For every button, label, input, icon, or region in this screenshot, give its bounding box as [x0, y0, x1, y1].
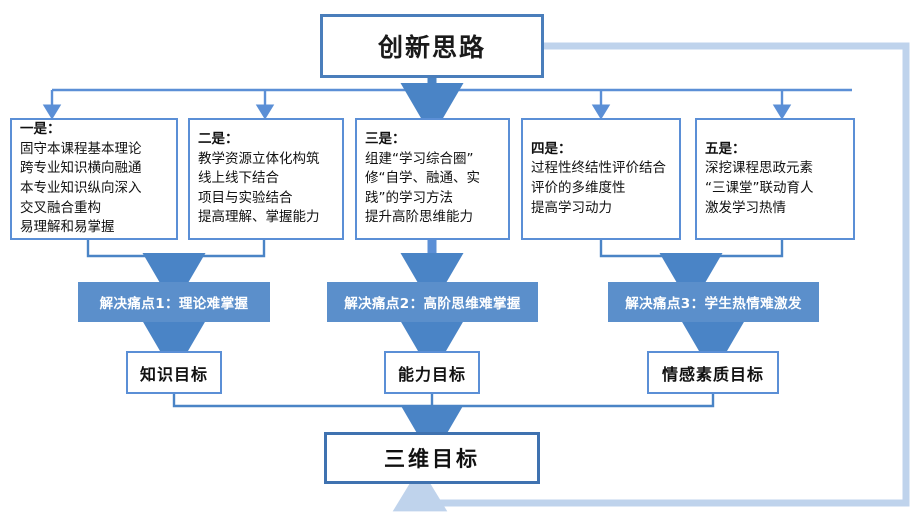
idea-2-line-1: 教学资源立体化构筑: [198, 150, 320, 167]
idea-1-line-1: 固守本课程基本理论: [20, 140, 142, 157]
idea-box-1: 一是： 固守本课程基本理论 跨专业知识横向融通 本专业知识纵向深入 交叉融合重构…: [10, 118, 178, 240]
final-goal-label: 三维目标: [384, 447, 480, 471]
idea-3-head: 三是：: [365, 131, 406, 148]
pains-to-goals: [142, 321, 745, 375]
page-title: 创新思路: [377, 33, 486, 62]
idea-2-line-3: 项目与实验结合: [198, 189, 293, 206]
goal-box-ability: 能力目标: [384, 351, 480, 394]
pain-point-1-label: 解决痛点1：理论难掌握: [99, 296, 249, 312]
goals-to-final: [172, 394, 715, 459]
ideas-to-pain-3: [599, 240, 784, 307]
idea-1-line-4: 交叉融合重构: [20, 199, 101, 216]
goal-2-label: 能力目标: [397, 364, 466, 384]
idea-4-line-1: 过程性终结性评价结合: [531, 160, 666, 177]
idea-box-3: 三是： 组建“学习综合圈” 修“自学、融通、实 践”的学习方法 提升高阶思维能力: [355, 118, 510, 240]
idea-5-line-3: 激发学习热情: [705, 199, 786, 216]
goal-1-label: 知识目标: [139, 364, 208, 384]
goal-box-knowledge: 知识目标: [126, 351, 222, 394]
idea-2-head: 二是：: [198, 131, 239, 148]
title-to-rail: [42, 78, 852, 137]
idea-4-head: 四是：: [531, 140, 572, 157]
pain-point-3-label: 解决痛点3：学生热情难激发: [625, 296, 802, 312]
idea-1-head: 一是：: [20, 121, 61, 138]
idea-5-line-2: “三课堂”联动育人: [705, 180, 814, 196]
idea-5-head: 五是：: [705, 140, 746, 157]
idea-3-line-2: 修“自学、融通、实: [365, 170, 480, 187]
idea-1-line-2: 跨专业知识横向融通: [20, 160, 142, 177]
idea-4-line-3: 提高学习动力: [531, 199, 612, 216]
idea-box-2: 二是： 教学资源立体化构筑 线上线下结合 项目与实验结合 提高理解、掌握能力: [188, 118, 344, 240]
idea-2-line-2: 线上线下结合: [198, 170, 279, 187]
idea-4-line-2: 评价的多维度性: [531, 180, 626, 196]
pain-point-bar-1: 解决痛点1：理论难掌握: [78, 282, 270, 322]
idea-box-4: 四是： 过程性终结性评价结合 评价的多维度性 提高学习动力: [521, 118, 681, 240]
idea-3-line-4: 提升高阶思维能力: [365, 209, 473, 226]
pain-point-bar-3: 解决痛点3：学生热情难激发: [608, 282, 819, 322]
idea-3-line-3: 践”的学习方法: [365, 189, 453, 206]
idea-box-5: 五是： 深挖课程思政元素 “三课堂”联动育人 激发学习热情: [695, 118, 855, 240]
goal-3-label: 情感素质目标: [661, 364, 764, 384]
goal-box-emotional: 情感素质目标: [647, 351, 779, 394]
final-goal-box: 三维目标: [324, 432, 540, 484]
pain-point-bar-2: 解决痛点2：高阶思维难掌握: [327, 282, 538, 322]
idea-1-line-5: 易理解和易掌握: [20, 219, 115, 236]
idea-5-line-1: 深挖课程思政元素: [705, 160, 813, 177]
pain-point-2-label: 解决痛点2：高阶思维难掌握: [344, 296, 521, 312]
idea-3-line-1: 组建“学习综合圈”: [365, 150, 474, 167]
idea-2-line-4: 提高理解、掌握能力: [198, 209, 320, 226]
title-box: 创新思路: [320, 14, 544, 78]
ideas-to-pain-1: [86, 240, 266, 307]
idea-1-line-3: 本专业知识纵向深入: [20, 180, 142, 196]
